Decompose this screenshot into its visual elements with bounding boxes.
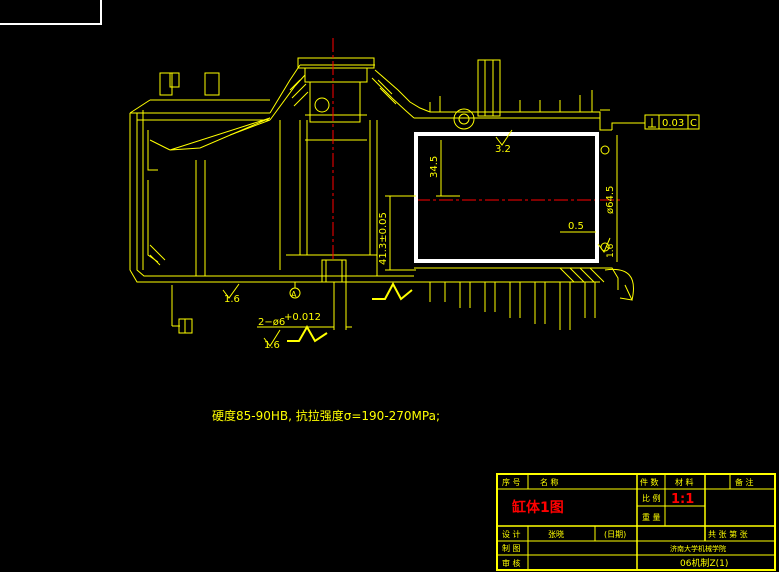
roughness-right-label: 1.6 [606,243,616,258]
tb-header-seq: 序 号 [502,477,521,487]
roughness-top-label: 3.2 [495,144,511,155]
tb-header-note: 备 注 [735,477,754,487]
dim-0-5: 0.5 [568,221,584,232]
tb-date: (日期) [604,530,626,539]
sheet-frame-corner [0,0,102,25]
tb-header-name: 名 称 [540,477,559,487]
roughness-base-label: 1.6 [224,294,240,305]
datum-a-label: A [291,290,297,299]
tb-school: 济南大学机械学院 [670,544,726,553]
highlight-box [414,132,599,263]
technical-note: 硬度85-90HB, 抗拉强度σ=190-270MPa; [212,408,440,423]
tb-design-label: 设 计 [502,529,521,539]
title-block [496,473,776,571]
tb-scale-label: 比 例 [642,493,661,503]
tb-check-label: 审 核 [502,558,521,568]
hole-spec: 2−ø6 [258,317,285,328]
dim-34-5: 34.5 [429,156,440,178]
tb-header-material: 材 料 [675,477,694,487]
hole-tolerance: +0.012 [284,312,321,323]
roughness-symbols [222,129,611,347]
tb-scale-value: 1:1 [671,492,694,507]
tb-design-name: 张晓 [548,529,564,539]
flatness-datum: C [690,118,697,129]
casing-outline [129,57,634,330]
dim-diameter-64-5: ø64.5 [605,186,616,214]
dim-41-3: 41.3±0.05 [378,212,389,265]
tb-drawing-number: 06机制Z(1) [680,557,728,569]
tb-sheet-info: 共 张 第 张 [708,529,748,539]
flatness-frame [644,114,700,130]
centerlines [332,38,620,262]
flatness-value: 0.03 [662,118,684,129]
tb-drawn-label: 制 图 [502,543,521,553]
tb-part-name: 缸体1图 [512,499,564,516]
roughness-hole-label: 1.6 [264,340,280,351]
tb-weight-label: 重 量 [642,512,661,522]
tb-header-qty: 件 数 [640,477,659,487]
